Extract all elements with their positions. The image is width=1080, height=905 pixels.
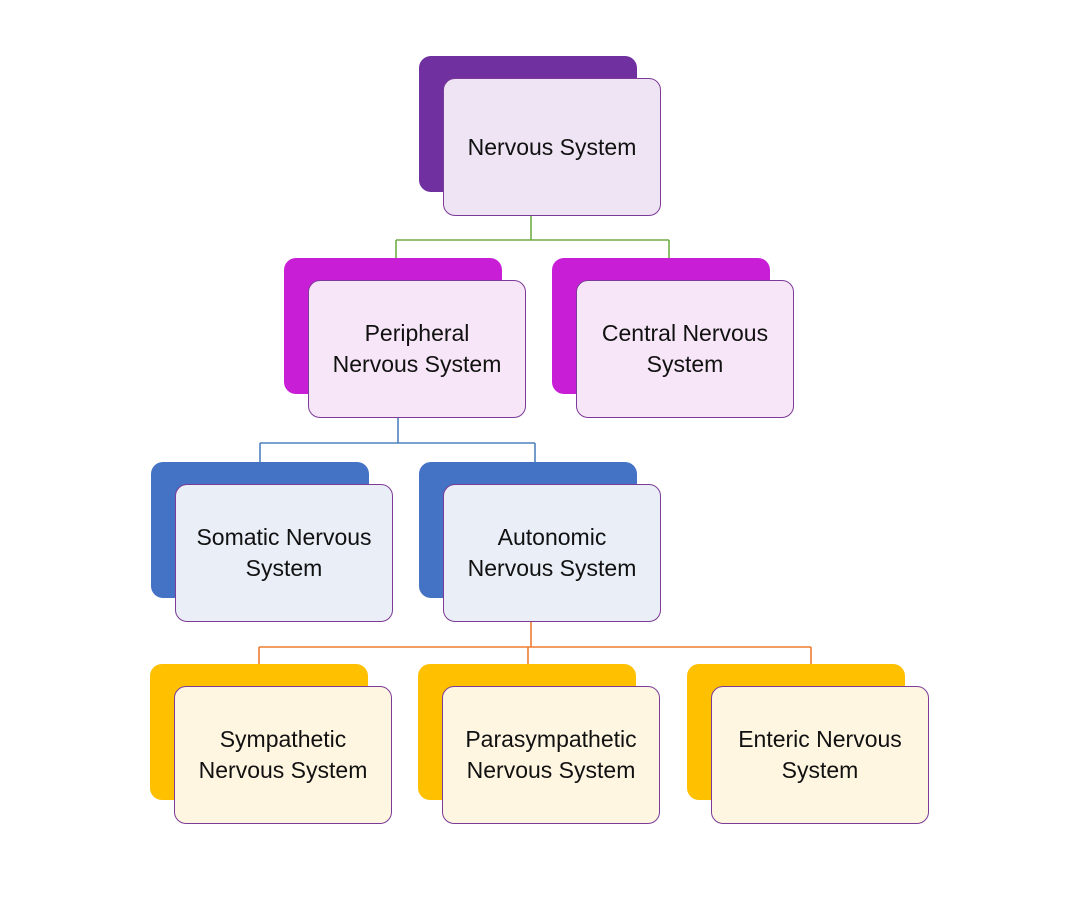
node-label: Sympathetic Nervous System xyxy=(198,726,368,783)
node-label: Nervous System xyxy=(467,133,637,160)
node-box: Parasympathetic Nervous System xyxy=(442,686,660,824)
node-box: Autonomic Nervous System xyxy=(443,484,661,622)
node-box: Peripheral Nervous System xyxy=(308,280,526,418)
node-label: Central Nervous System xyxy=(601,320,769,377)
node-box: Sympathetic Nervous System xyxy=(174,686,392,824)
connector-peripheral-children xyxy=(259,398,536,462)
node-box: Nervous System xyxy=(443,78,661,216)
connector-autonomic-children xyxy=(258,603,812,664)
node-label: Enteric Nervous System xyxy=(738,726,902,783)
node-box: Enteric Nervous System xyxy=(711,686,929,824)
node-box: Central Nervous System xyxy=(576,280,794,418)
node-label: Parasympathetic Nervous System xyxy=(465,726,637,783)
node-label: Somatic Nervous System xyxy=(196,524,372,581)
connector-root-children xyxy=(395,198,670,258)
node-label: Autonomic Nervous System xyxy=(467,524,637,581)
node-label: Peripheral Nervous System xyxy=(332,320,502,377)
node-box: Somatic Nervous System xyxy=(175,484,393,622)
